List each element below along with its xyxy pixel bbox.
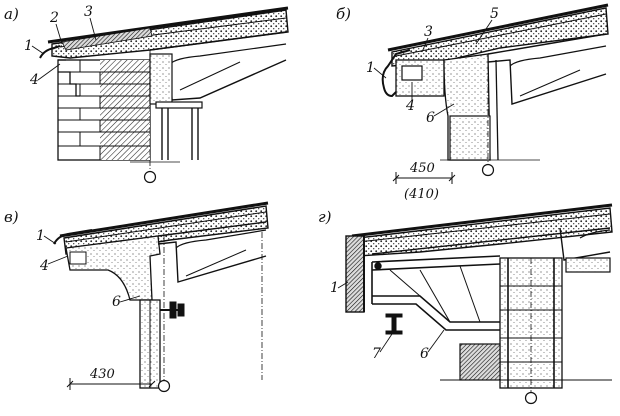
panel-b-dimension-alt-value: (410): [404, 187, 439, 202]
panel-a-roof-panel: [149, 31, 287, 160]
panel-v: в) 4: [4, 201, 269, 393]
panel-b-letter: б): [336, 5, 351, 23]
panel-g-callout-1: 1: [330, 280, 339, 296]
panel-v-eave-beam: [65, 235, 161, 301]
panel-b-roof-slab: [391, 7, 609, 67]
panel-a-axis-marker: [143, 170, 157, 184]
panel-v-letter: в): [4, 208, 19, 226]
panel-b-axis-marker: [481, 163, 495, 177]
panel-b-callout-3: 3: [424, 24, 433, 40]
panel-a-callout-1: 1: [24, 38, 33, 54]
panel-a-letter: а): [4, 5, 19, 23]
panel-v-dimension: 430: [66, 367, 156, 390]
panel-a-edge-flashing: [39, 45, 61, 59]
panel-v-roof-panel: [157, 221, 267, 283]
panel-b-callout-6: 6: [426, 110, 435, 126]
panel-v-dimension-value: 430: [89, 367, 115, 382]
panel-a-brick-wall: [57, 59, 151, 161]
panel-v-callout-6: 6: [112, 294, 121, 310]
panel-v-callout-4: 4: [39, 258, 49, 274]
panel-b-dimension: 450 (410): [392, 161, 456, 202]
panel-v-callout-1: 1: [36, 228, 45, 244]
panel-a-callout-3: 3: [84, 4, 93, 20]
panel-g-callout-7: 7: [372, 346, 381, 362]
panel-g-letter: г): [318, 208, 332, 226]
panel-b-callout-4: 4: [405, 98, 415, 114]
panel-g: г): [318, 203, 613, 405]
panel-v-axis-marker: [157, 379, 171, 393]
panel-b-gutter: [381, 49, 411, 98]
panel-v-bolt: [160, 301, 185, 319]
panel-b-callout-1: 1: [366, 60, 375, 76]
panel-g-roof-panel: [371, 227, 611, 273]
panel-g-wall-panel: [459, 343, 501, 381]
panel-a-gravel-layer: [61, 27, 153, 51]
panel-g-axis-marker: [524, 391, 538, 405]
panel-g-purlin: [385, 313, 403, 335]
panel-b-callout-5: 5: [490, 6, 499, 22]
panel-b-roof-panel: [487, 33, 607, 161]
panel-g-fascia-panel: [345, 235, 365, 313]
panel-v-edge-flashing: [53, 229, 93, 245]
panel-a-callout-2: 2: [49, 10, 59, 26]
panel-a: а): [4, 4, 289, 184]
panel-g-callout-6: 6: [420, 346, 429, 362]
panel-g-steel-truss: [371, 255, 501, 331]
panel-a-callout-4: 4: [29, 72, 39, 88]
panel-b: б) 450 (410): [336, 3, 609, 202]
panel-b-dimension-value: 450: [409, 161, 435, 176]
